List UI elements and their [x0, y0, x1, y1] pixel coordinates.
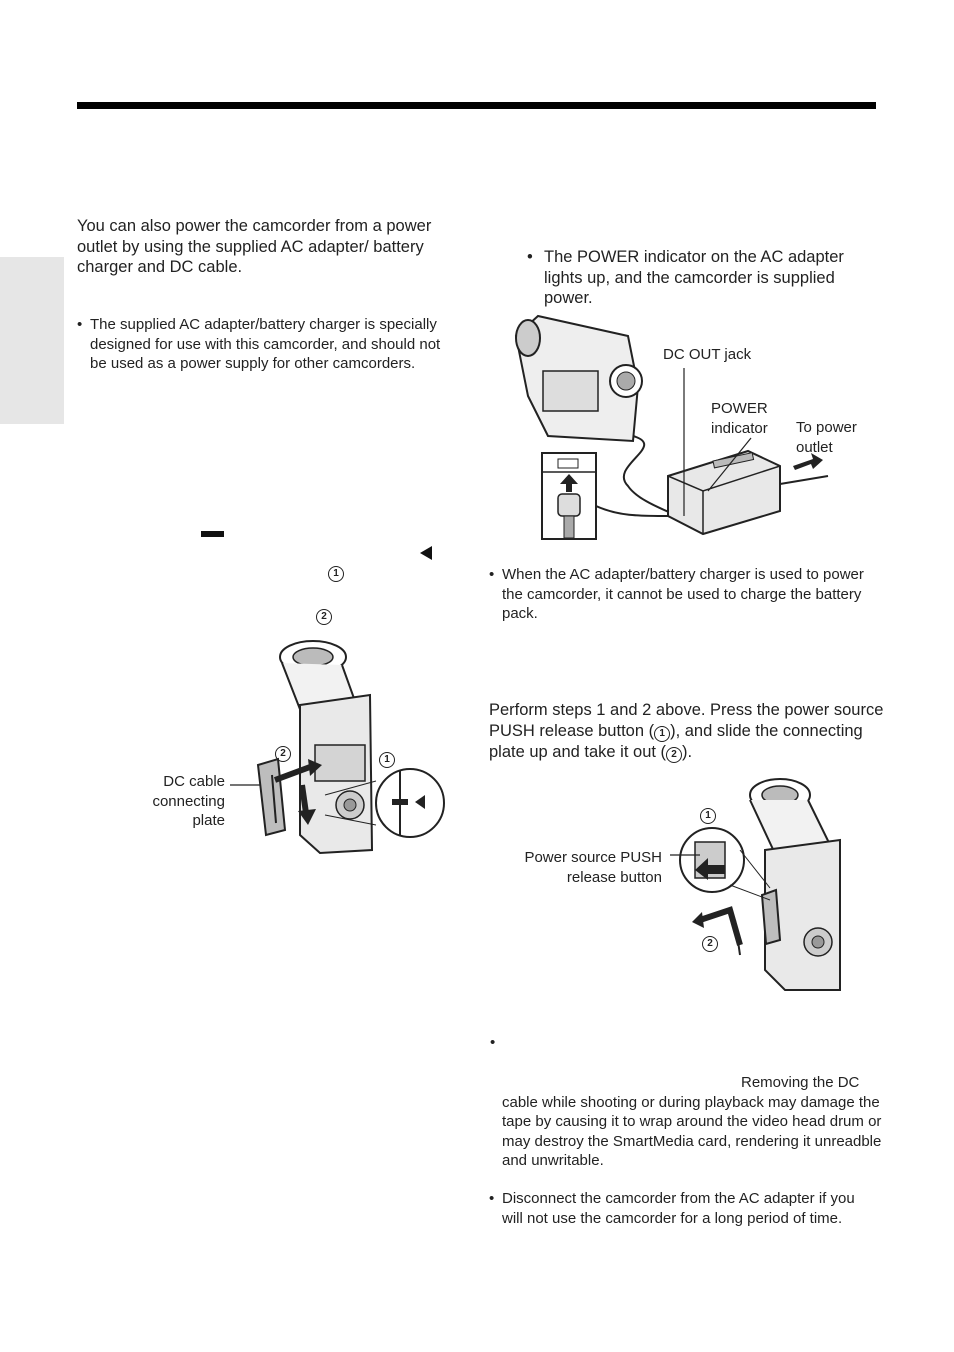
removal-text-b: ), and slide the connecting plate up and…: [489, 721, 863, 761]
caution-text-2: Disconnect the camcorder from the AC ada…: [502, 1190, 855, 1227]
left-note-text: The supplied AC adapter/battery charger …: [90, 316, 441, 372]
camcorder-attach-illustration: [230, 640, 445, 855]
push-release-label: Power source PUSH release button: [524, 849, 662, 886]
left-note: • The supplied AC adapter/battery charge…: [77, 315, 457, 374]
charging-note-text: When the AC adapter/battery charger is u…: [502, 566, 864, 622]
caution-bullet-1: •: [490, 1034, 496, 1051]
removal-step-1: 1: [654, 725, 671, 742]
power-indicator-note-text: The POWER indicator on the AC adapter li…: [544, 248, 844, 307]
dc-out-jack-label: DC OUT jack: [663, 346, 752, 363]
bullet-dot: •: [489, 566, 495, 583]
caution-2: • Disconnect the camcorder from the AC a…: [489, 1189, 879, 1228]
removal-step-2: 2: [666, 746, 683, 763]
fig-attach-step2: 2: [275, 746, 291, 762]
removal-instructions: Perform steps 1 and 2 above. Press the p…: [489, 700, 884, 763]
section-tab: [0, 257, 64, 424]
fig-remove-step1: 1: [700, 808, 716, 824]
power-indicator-note: • The POWER indicator on the AC adapter …: [527, 247, 877, 309]
intro-paragraph: You can also power the camcorder from a …: [77, 217, 432, 276]
removal-text-a: Perform steps 1 and 2 above. Press the p…: [489, 701, 884, 740]
power-indicator-label: POWER indicator: [711, 400, 768, 437]
caution-text-1: Removing the DC cable while shooting or …: [502, 1074, 882, 1169]
minus-symbol: [201, 531, 224, 537]
bullet-dot: •: [77, 316, 83, 333]
fig-attach-step1: 1: [379, 752, 395, 768]
header-rule: [77, 102, 876, 109]
fig-remove-step2: 2: [702, 936, 718, 952]
camcorder-remove-illustration: [670, 778, 841, 991]
bullet-dot: •: [527, 248, 533, 266]
power-outlet-label: To power outlet: [796, 419, 857, 456]
dc-plate-label: DC cable connecting plate: [152, 773, 225, 829]
step-marker-2: 2: [316, 609, 332, 625]
triangle-mark-icon: [420, 546, 432, 560]
step-marker-1: 1: [328, 566, 344, 582]
removal-text-c: ).: [682, 742, 693, 761]
bullet-dot: •: [489, 1190, 495, 1207]
ac-adapter-illustration: [514, 314, 829, 540]
charging-note: • When the AC adapter/battery charger is…: [489, 565, 879, 624]
